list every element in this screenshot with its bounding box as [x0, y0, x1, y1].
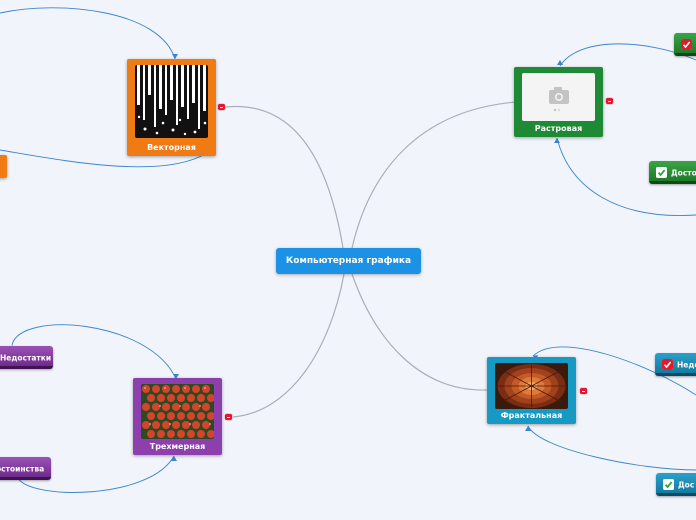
arrowhead — [557, 60, 563, 65]
collapse-toggle-fractal[interactable] — [580, 388, 587, 394]
green-check-icon — [663, 478, 674, 490]
node-offscreen-left[interactable] — [0, 155, 7, 178]
node-raster[interactable]: Растровая — [514, 67, 603, 137]
node-vector[interactable]: Векторная — [127, 59, 216, 156]
relation-arrow-vector-top — [0, 7, 176, 60]
relation-arrow-fractal-bottom — [527, 425, 696, 471]
node-three-d-label: Трехмерная — [149, 442, 206, 451]
arrowhead — [171, 456, 177, 461]
tag-advantages-raster[interactable]: Досто — [649, 161, 696, 184]
connector-fractal — [351, 273, 488, 391]
collapse-toggle-three-d[interactable] — [225, 414, 232, 420]
fractal-thumbnail-image — [495, 363, 568, 409]
tag-advantages-left[interactable]: остоинства — [0, 457, 51, 480]
central-topic[interactable]: Компьютерная графика — [276, 248, 421, 274]
tag-advantages-fractal-label: Дос — [678, 480, 695, 490]
relation-arrow-raster-bottom — [556, 137, 696, 216]
collapse-toggle-raster[interactable] — [606, 98, 613, 104]
node-raster-label: Растровая — [534, 124, 583, 133]
camera-icon — [549, 87, 569, 112]
red-check-icon — [662, 358, 673, 370]
collapse-toggle-vector[interactable] — [218, 104, 225, 110]
red-check-icon — [681, 38, 692, 50]
tag-raster-top[interactable] — [674, 33, 696, 56]
node-three-d[interactable]: Трехмерная — [133, 378, 222, 455]
three-d-thumbnail-image — [141, 384, 214, 439]
node-fractal[interactable]: Фрактальная — [487, 357, 576, 424]
connector-three-d — [232, 273, 345, 418]
relation-arrow-vector-bottom — [0, 149, 206, 168]
connector-vector — [225, 105, 344, 249]
connector-raster — [351, 101, 517, 249]
tag-disadvantages-fractal-label: Недо — [677, 360, 696, 370]
arrowhead — [173, 374, 179, 379]
relation-arrow-three-d-bottom — [17, 455, 175, 493]
arrowhead — [554, 138, 560, 143]
relation-arrow-three-d-top — [11, 324, 177, 380]
arrowhead — [172, 54, 178, 59]
node-fractal-label: Фрактальная — [500, 411, 563, 420]
tag-disadvantages-fractal[interactable]: Недо — [655, 353, 696, 376]
relation-arrow-fractal-top — [532, 346, 696, 396]
tag-advantages-raster-label: Досто — [671, 168, 696, 178]
green-check-icon — [656, 166, 667, 178]
tag-advantages-fractal[interactable]: Дос — [656, 473, 696, 496]
vector-thumbnail-image — [135, 65, 208, 138]
arrowhead — [525, 426, 531, 431]
node-vector-label: Векторная — [147, 143, 196, 152]
tag-advantages-left-label: остоинства — [0, 464, 45, 474]
raster-image-placeholder — [522, 73, 595, 121]
tag-disadvantages-left-label: Недостатки — [0, 353, 52, 363]
tag-disadvantages-left[interactable]: Недостатки — [0, 346, 53, 369]
